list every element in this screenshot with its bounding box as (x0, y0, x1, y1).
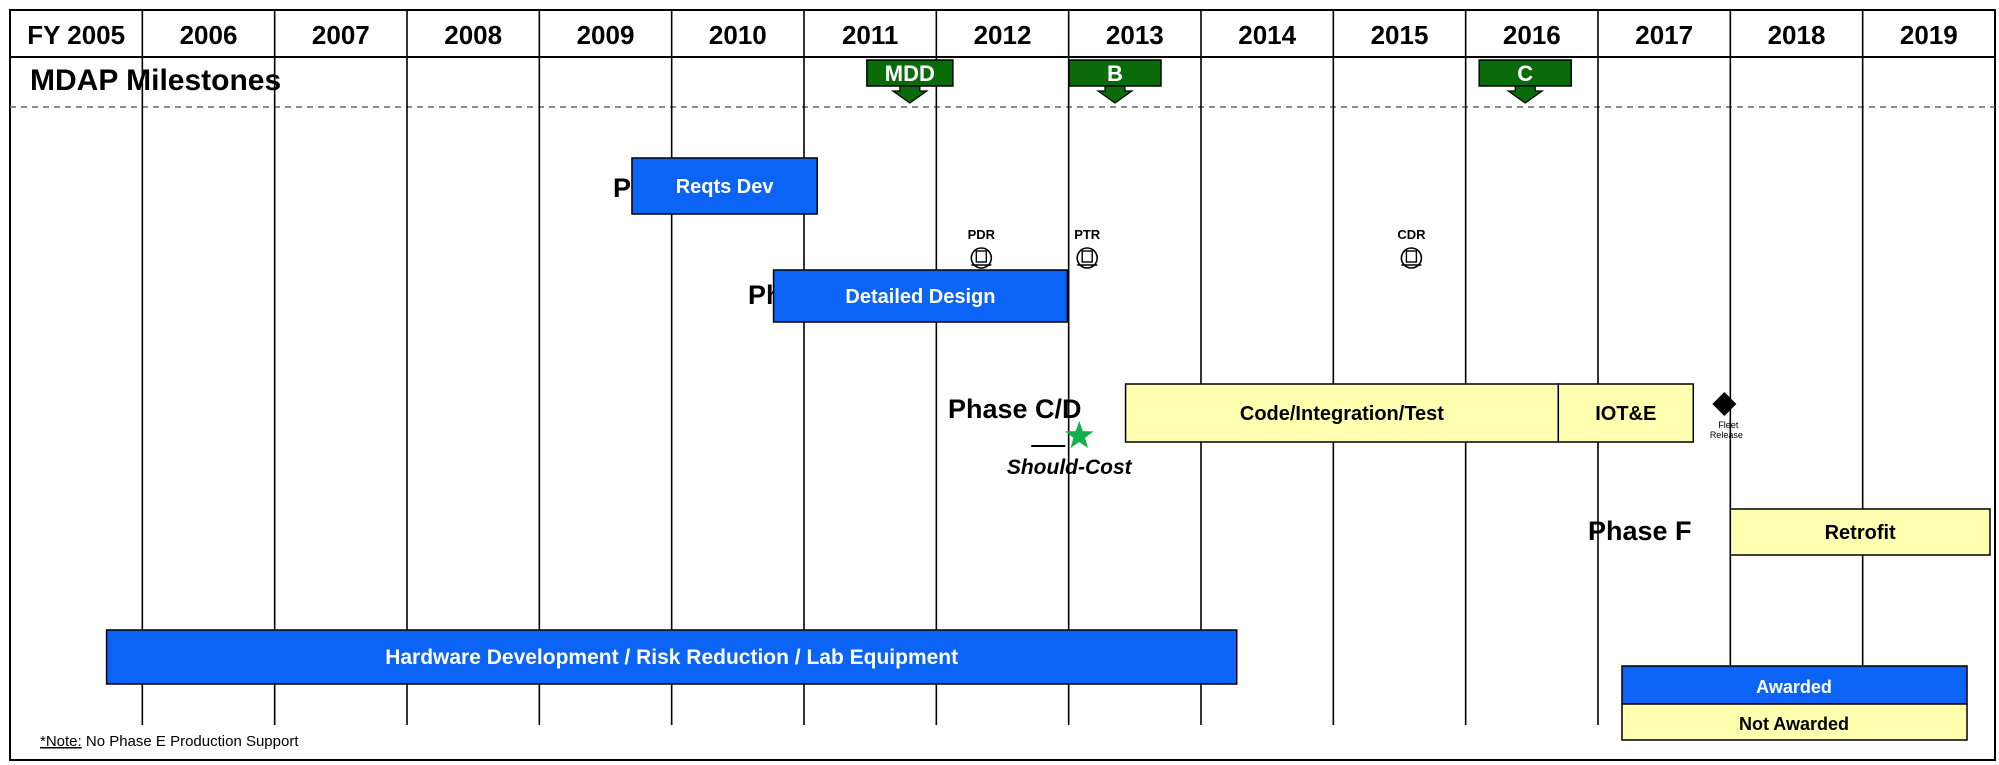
year-label: 2007 (312, 20, 370, 50)
year-label: 2017 (1635, 20, 1693, 50)
review-marker: PDR (968, 227, 996, 269)
phase-bar-label: Hardware Development / Risk Reduction / … (385, 646, 958, 669)
phase-bar-rect (772, 269, 1069, 323)
review-marker: PTR (1074, 227, 1101, 269)
milestone-marker: B (1068, 59, 1162, 104)
milestone-label: C (1517, 61, 1533, 86)
milestones-title: MDAP Milestones (30, 64, 281, 97)
year-label: 2009 (577, 20, 635, 50)
phase-bar-label: IOT&E (1595, 403, 1656, 425)
review-marker: CDR (1397, 227, 1426, 269)
phase-bar: Reqts Dev (631, 157, 818, 215)
legend-not-awarded-label: Not Awarded (1739, 714, 1849, 734)
phase-bar: IOT&E (1557, 383, 1695, 443)
year-label: 2012 (974, 20, 1032, 50)
milestone-label: MDD (885, 61, 935, 86)
review-icon-inner (975, 250, 988, 263)
year-label: FY 2005 (27, 20, 125, 50)
review-label: PTR (1074, 227, 1101, 242)
phase-bar-rect (105, 629, 1238, 685)
legend-awarded-swatch (1621, 665, 1968, 705)
phase-bar-label: Reqts Dev (676, 176, 775, 198)
fleet-release-label-line2: Release (1710, 430, 1743, 440)
review-label: CDR (1397, 227, 1426, 242)
footnote: *Note: No Phase E Production Support (40, 733, 299, 750)
phase-bar-rect (1124, 383, 1560, 443)
milestone-marker: C (1478, 59, 1572, 104)
milestone-marker: MDD (866, 59, 954, 104)
milestone-arrow (1506, 85, 1545, 104)
footnote-prefix: *Note: (40, 733, 82, 750)
year-label: 2019 (1900, 20, 1958, 50)
phase-bar-rect (1557, 383, 1695, 443)
should-cost-star-icon (1065, 421, 1094, 449)
year-label: 2006 (180, 20, 238, 50)
year-label: 2011 (842, 20, 898, 50)
phase-bar: Hardware Development / Risk Reduction / … (105, 629, 1238, 685)
fleet-release-diamond (1712, 392, 1737, 416)
footnote-text: No Phase E Production Support (82, 733, 300, 750)
legend-not-awarded-swatch (1621, 703, 1968, 741)
phase-bar-rect (1729, 508, 1991, 556)
year-label: 2015 (1371, 20, 1429, 50)
phase-bar-label: Retrofit (1825, 522, 1896, 544)
phase-bar-rect (631, 157, 818, 215)
review-icon-inner (1081, 250, 1093, 263)
year-label: 2013 (1106, 20, 1164, 50)
phase-cd-label: Phase C/D (948, 394, 1082, 424)
fleet-release-label-line1: Fleet (1718, 420, 1739, 430)
phase-bar: Retrofit (1729, 508, 1991, 556)
year-label: 2018 (1768, 20, 1826, 50)
milestone-arrow (1096, 85, 1134, 104)
year-label: 2016 (1503, 20, 1561, 50)
milestone-box (1068, 59, 1162, 87)
should-cost-label: Should-Cost (1007, 456, 1133, 479)
year-label: 2008 (444, 20, 502, 50)
legend: Awarded Not Awarded (1621, 665, 1968, 741)
year-label: 2010 (709, 20, 767, 50)
review-label: PDR (968, 227, 996, 242)
phase-bar-label: Code/Integration/Test (1240, 403, 1444, 425)
phase-f-label: Phase F (1588, 516, 1692, 546)
milestone-arrow (890, 85, 929, 104)
review-icon-inner (1405, 250, 1418, 263)
timeline-frame (9, 9, 1996, 761)
phase-bar: Detailed Design (772, 269, 1069, 323)
year-label: 2014 (1238, 20, 1296, 50)
phase-bar: Code/Integration/Test (1124, 383, 1560, 443)
legend-awarded-label: Awarded (1756, 677, 1832, 697)
milestone-label: B (1107, 61, 1123, 86)
phase-bar-label: Detailed Design (845, 286, 995, 308)
